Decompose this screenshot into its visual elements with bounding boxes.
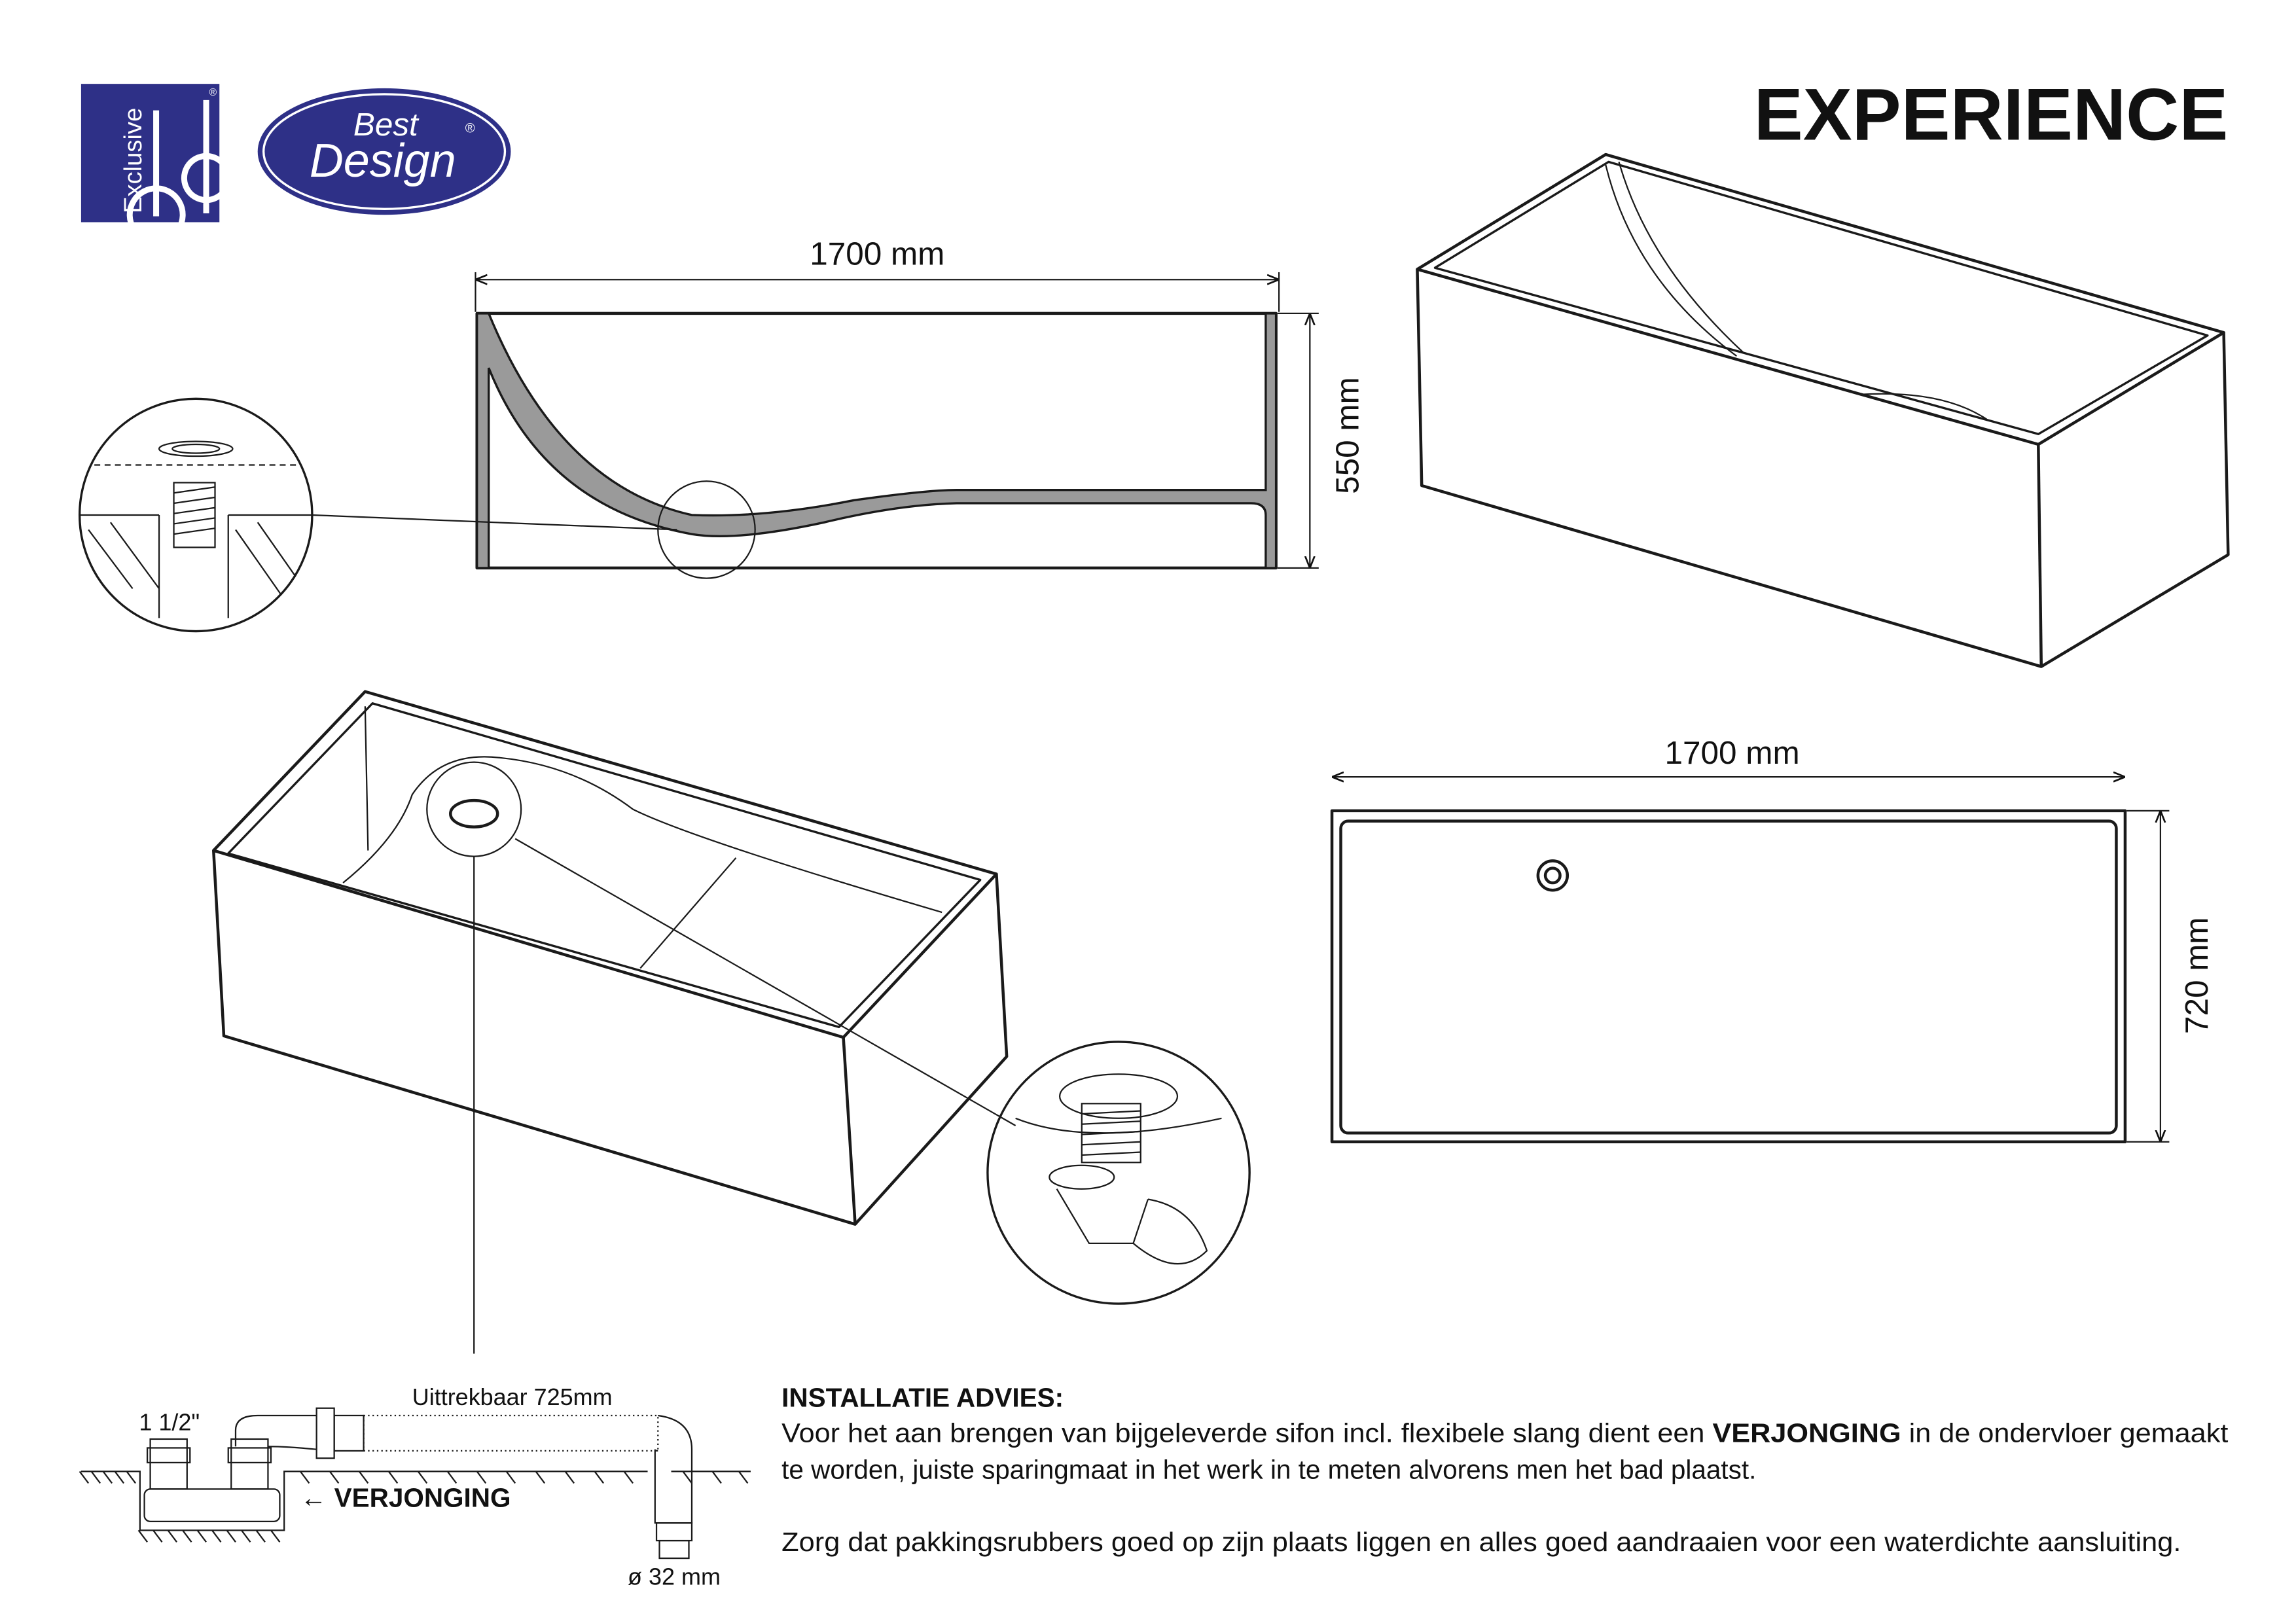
svg-text:®: ® xyxy=(465,121,475,135)
best-design-logo: Best Design ® xyxy=(257,88,511,215)
svg-text:®: ® xyxy=(209,87,217,98)
side-width-label: 1700 mm xyxy=(810,236,944,272)
top-depth-label: 720 mm xyxy=(2179,917,2215,1034)
drain-detail-circle xyxy=(78,397,314,633)
advice-paragraph-2: Zorg dat pakkingsrubbers goed op zijn pl… xyxy=(781,1527,2181,1557)
svg-text:Best: Best xyxy=(353,107,420,143)
isometric-view-empty xyxy=(1416,152,2230,668)
exclusive-bd-logo: Exclusive ® xyxy=(81,84,232,245)
advice-paragraph-1: Voor het aan brengen van bijgeleverde si… xyxy=(781,1418,2228,1448)
siphon-size-label: 1 1/2" xyxy=(139,1408,200,1435)
advice-heading: INSTALLATIE ADVIES: xyxy=(781,1382,1064,1412)
svg-text:Exclusive: Exclusive xyxy=(119,108,147,213)
siphon-detail-circle xyxy=(986,1041,1251,1305)
hose-diameter-label: ø 32 mm xyxy=(628,1563,721,1590)
svg-text:Design: Design xyxy=(310,135,456,187)
product-title: EXPERIENCE xyxy=(1754,73,2229,156)
reducer-label: ← VERJONGING xyxy=(300,1482,511,1512)
advice-paragraph-1-line-2: te worden, juiste sparingmaat in het wer… xyxy=(781,1455,1756,1485)
side-section-view: 1700 mm 550 mm xyxy=(312,236,1366,579)
isometric-view-with-drain xyxy=(212,690,1016,1354)
top-width-label: 1700 mm xyxy=(1665,735,1800,771)
side-height-label: 550 mm xyxy=(1330,377,1366,494)
siphon-length-label: Uittrekbaar 725mm xyxy=(412,1383,613,1410)
top-plan-view: 1700 mm 720 mm xyxy=(1330,735,2215,1144)
installation-advice: INSTALLATIE ADVIES: Voor het aan brengen… xyxy=(781,1382,2228,1556)
siphon-diagram: Uittrekbaar 725mm 1 1/2" ← VERJONGING ø … xyxy=(79,1383,751,1590)
